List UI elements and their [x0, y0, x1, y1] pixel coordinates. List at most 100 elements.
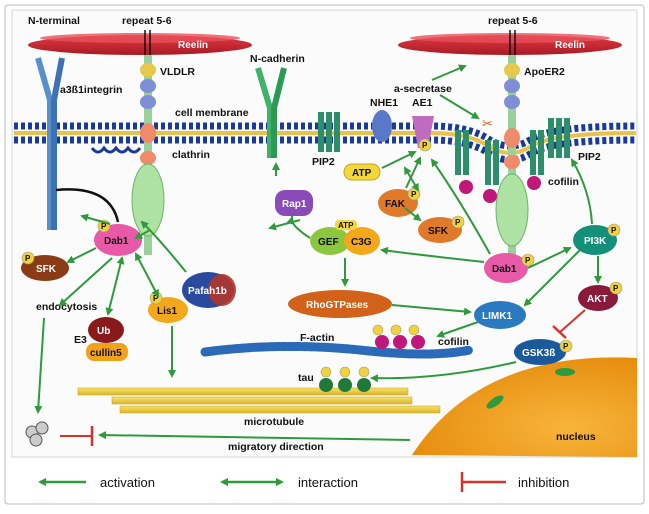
arrow-fak-sfk — [404, 207, 422, 222]
phospho-icon — [21, 251, 35, 265]
pafah1b-subunit — [208, 274, 236, 306]
akt-label: AKT — [587, 294, 608, 305]
arrow-endocytosis — [58, 257, 113, 307]
phospho-icon — [559, 339, 573, 353]
apoer2-label: ApoER2 — [524, 66, 565, 78]
cofilin-mid-label: cofilin — [438, 336, 469, 348]
arrow-pi3k-limk — [523, 249, 581, 307]
sfk-right-label: SFK — [428, 226, 449, 237]
pi3k-node — [573, 225, 617, 255]
arrow-dab1-ae1 — [430, 158, 491, 255]
fak-label: FAK — [385, 199, 406, 210]
svg-text:P: P — [101, 222, 107, 231]
arrow-dab1-sfk — [80, 213, 111, 225]
svg-text:P: P — [422, 141, 428, 150]
nhe1-channel — [372, 110, 392, 142]
pip2-left-label: PIP2 — [312, 156, 335, 168]
dab1-right-label: Dab1 — [492, 264, 517, 275]
rhogtpases-label: RhoGTPases — [306, 300, 369, 311]
migratory-direction-label: migratory direction — [228, 441, 324, 453]
scissors-icon: ✂ — [482, 116, 493, 131]
n-terminal-label: N-terminal — [28, 15, 80, 27]
rap1-node — [275, 190, 313, 216]
clathrin-coat — [90, 145, 142, 154]
arrow-atp-ae1 — [381, 151, 417, 169]
activation-arrows — [34, 64, 602, 441]
endocytosis-label: endocytosis — [36, 301, 97, 313]
ub-label: Ub — [97, 326, 110, 337]
dab1-left-label: Dab1 — [104, 236, 129, 247]
ub-node — [88, 317, 124, 343]
akt-node — [578, 285, 618, 311]
vldlr-label: VLDLR — [160, 66, 195, 78]
legend-interaction-label: interaction — [298, 475, 358, 490]
nucleus-shape — [412, 357, 637, 457]
arrow-gef-rap1 — [286, 216, 311, 239]
integrin-receptor — [35, 57, 65, 230]
arrow-pafah-dab1 — [140, 220, 187, 273]
arrow-rap1 — [268, 219, 301, 231]
cullin5-label: cullin5 — [90, 348, 122, 359]
svg-text:P: P — [153, 294, 159, 303]
arrow-limk-cofilin — [436, 321, 479, 338]
svg-text:P: P — [563, 342, 569, 351]
sfk-right-node — [418, 217, 462, 243]
inhibition-akt-gsk3b — [552, 309, 586, 339]
atp-small-label: ATP — [338, 221, 354, 230]
ae1-label: AE1 — [412, 97, 433, 109]
n-cadherin-label: N-cadherin — [250, 53, 305, 65]
sfk-left-label: SFK — [36, 264, 57, 275]
e3-label: E3 — [74, 334, 87, 346]
svg-text:P: P — [611, 226, 617, 235]
legend-inhibition-label: inhibition — [518, 475, 569, 490]
integrin-label: a3ß1integrin — [60, 84, 122, 96]
pip2-left-channel — [318, 112, 340, 152]
svg-text:P: P — [411, 190, 417, 199]
arrow-dab1-pi3k — [527, 246, 572, 269]
pafah1b-label: Pafah1b — [188, 286, 227, 297]
a-secretase-label: a-secretase — [394, 83, 452, 95]
rap1-label: Rap1 — [282, 199, 307, 210]
svg-text:P: P — [613, 284, 619, 293]
arrow-endo-vesicle — [34, 317, 45, 414]
phospho-icon — [607, 223, 621, 237]
rhogtpases-node — [288, 290, 392, 318]
arrow-dab1-c3g — [380, 246, 485, 263]
arrow-gsk3b-tau — [370, 361, 517, 383]
arrow-asecretase — [431, 64, 467, 81]
reelin-left-label: Reelin — [178, 40, 208, 51]
reelin-right-label: Reelin — [555, 40, 585, 51]
vldlr-receptor — [131, 55, 165, 255]
arrow-pi3k-pip2 — [570, 158, 593, 225]
c3g-node — [344, 227, 380, 255]
tau-label: tau — [298, 372, 314, 384]
repeat-right-label: repeat 5-6 — [488, 15, 538, 27]
svg-text:P: P — [25, 254, 31, 263]
nucleus-label: nucleus — [556, 431, 596, 443]
arrow-dab1-ub — [105, 256, 125, 316]
microtubule-bundle — [77, 387, 441, 414]
phospho-icon — [609, 281, 623, 295]
cell-membrane-label: cell membrane — [175, 107, 249, 119]
svg-text:P: P — [455, 218, 461, 227]
gef-label: GEF — [318, 237, 339, 248]
repeat-left-label: repeat 5-6 — [122, 15, 172, 27]
arrow-rho-limk — [391, 304, 472, 316]
c3g-label: C3G — [351, 237, 372, 248]
lis1-label: Lis1 — [157, 306, 177, 317]
arrow-scissors — [439, 94, 480, 120]
arrow-dab1-sfkleft — [66, 247, 97, 263]
atp-small-node — [335, 220, 357, 230]
cofilin-phospho-cluster — [372, 324, 425, 349]
arrow-vldlr-dab1 — [134, 229, 151, 239]
gef-node — [310, 227, 350, 255]
arrow-migratory — [98, 431, 411, 441]
phospho-icon — [451, 215, 465, 229]
microtubule-label: microtubule — [244, 416, 304, 428]
pip2-right-label: PIP2 — [578, 151, 601, 163]
dab1-left-node — [94, 224, 142, 256]
atp-node — [343, 163, 381, 181]
integrin-dab1-link — [55, 188, 120, 223]
gsk3b-label: GSK3ß — [522, 348, 555, 359]
